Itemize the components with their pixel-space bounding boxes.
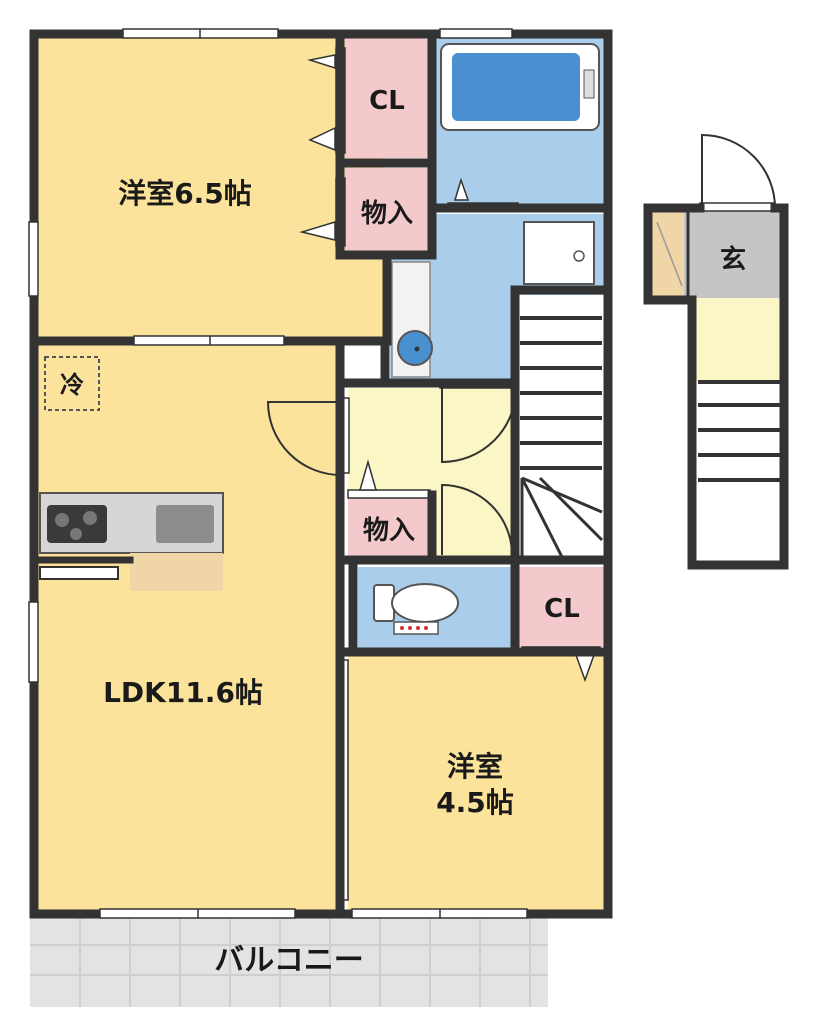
kitchen-counter [39,492,224,591]
western-room-large-label: 洋室6.5帖 [118,177,252,210]
ldk-label: LDK11.6帖 [103,676,263,709]
storage-bottom-label: 物入 [363,516,415,546]
closet-top [345,38,429,158]
toilet [373,583,459,635]
fridge-space: 冷 [44,356,100,411]
storage-top [345,168,429,251]
balcony: バルコニー [30,915,548,1007]
stairs-area [517,295,605,557]
washer-pan [523,221,595,285]
door-arrows [299,54,596,683]
closet-top-label: CL [369,86,405,116]
storage-bottom [348,497,430,557]
western-room-small-label-line1: 洋室 [447,750,503,783]
windows [28,28,528,919]
fridge-label: 冷 [60,371,84,399]
western-room-small-label-line2: 4.5帖 [436,786,514,819]
closet-bottom-label: CL [544,594,580,624]
walls [29,29,613,919]
closet-bottom [519,567,604,647]
ldk-room [38,345,336,910]
washbasin [391,261,433,378]
western-room-large [38,38,383,338]
bathtub [440,43,600,131]
entrance-unit [643,202,789,570]
storage-top-label: 物入 [361,199,413,229]
balcony-label: バルコニー [214,943,363,978]
entrance-label: 玄 [720,244,746,275]
western-room-small [348,655,604,910]
staircase [520,316,604,558]
